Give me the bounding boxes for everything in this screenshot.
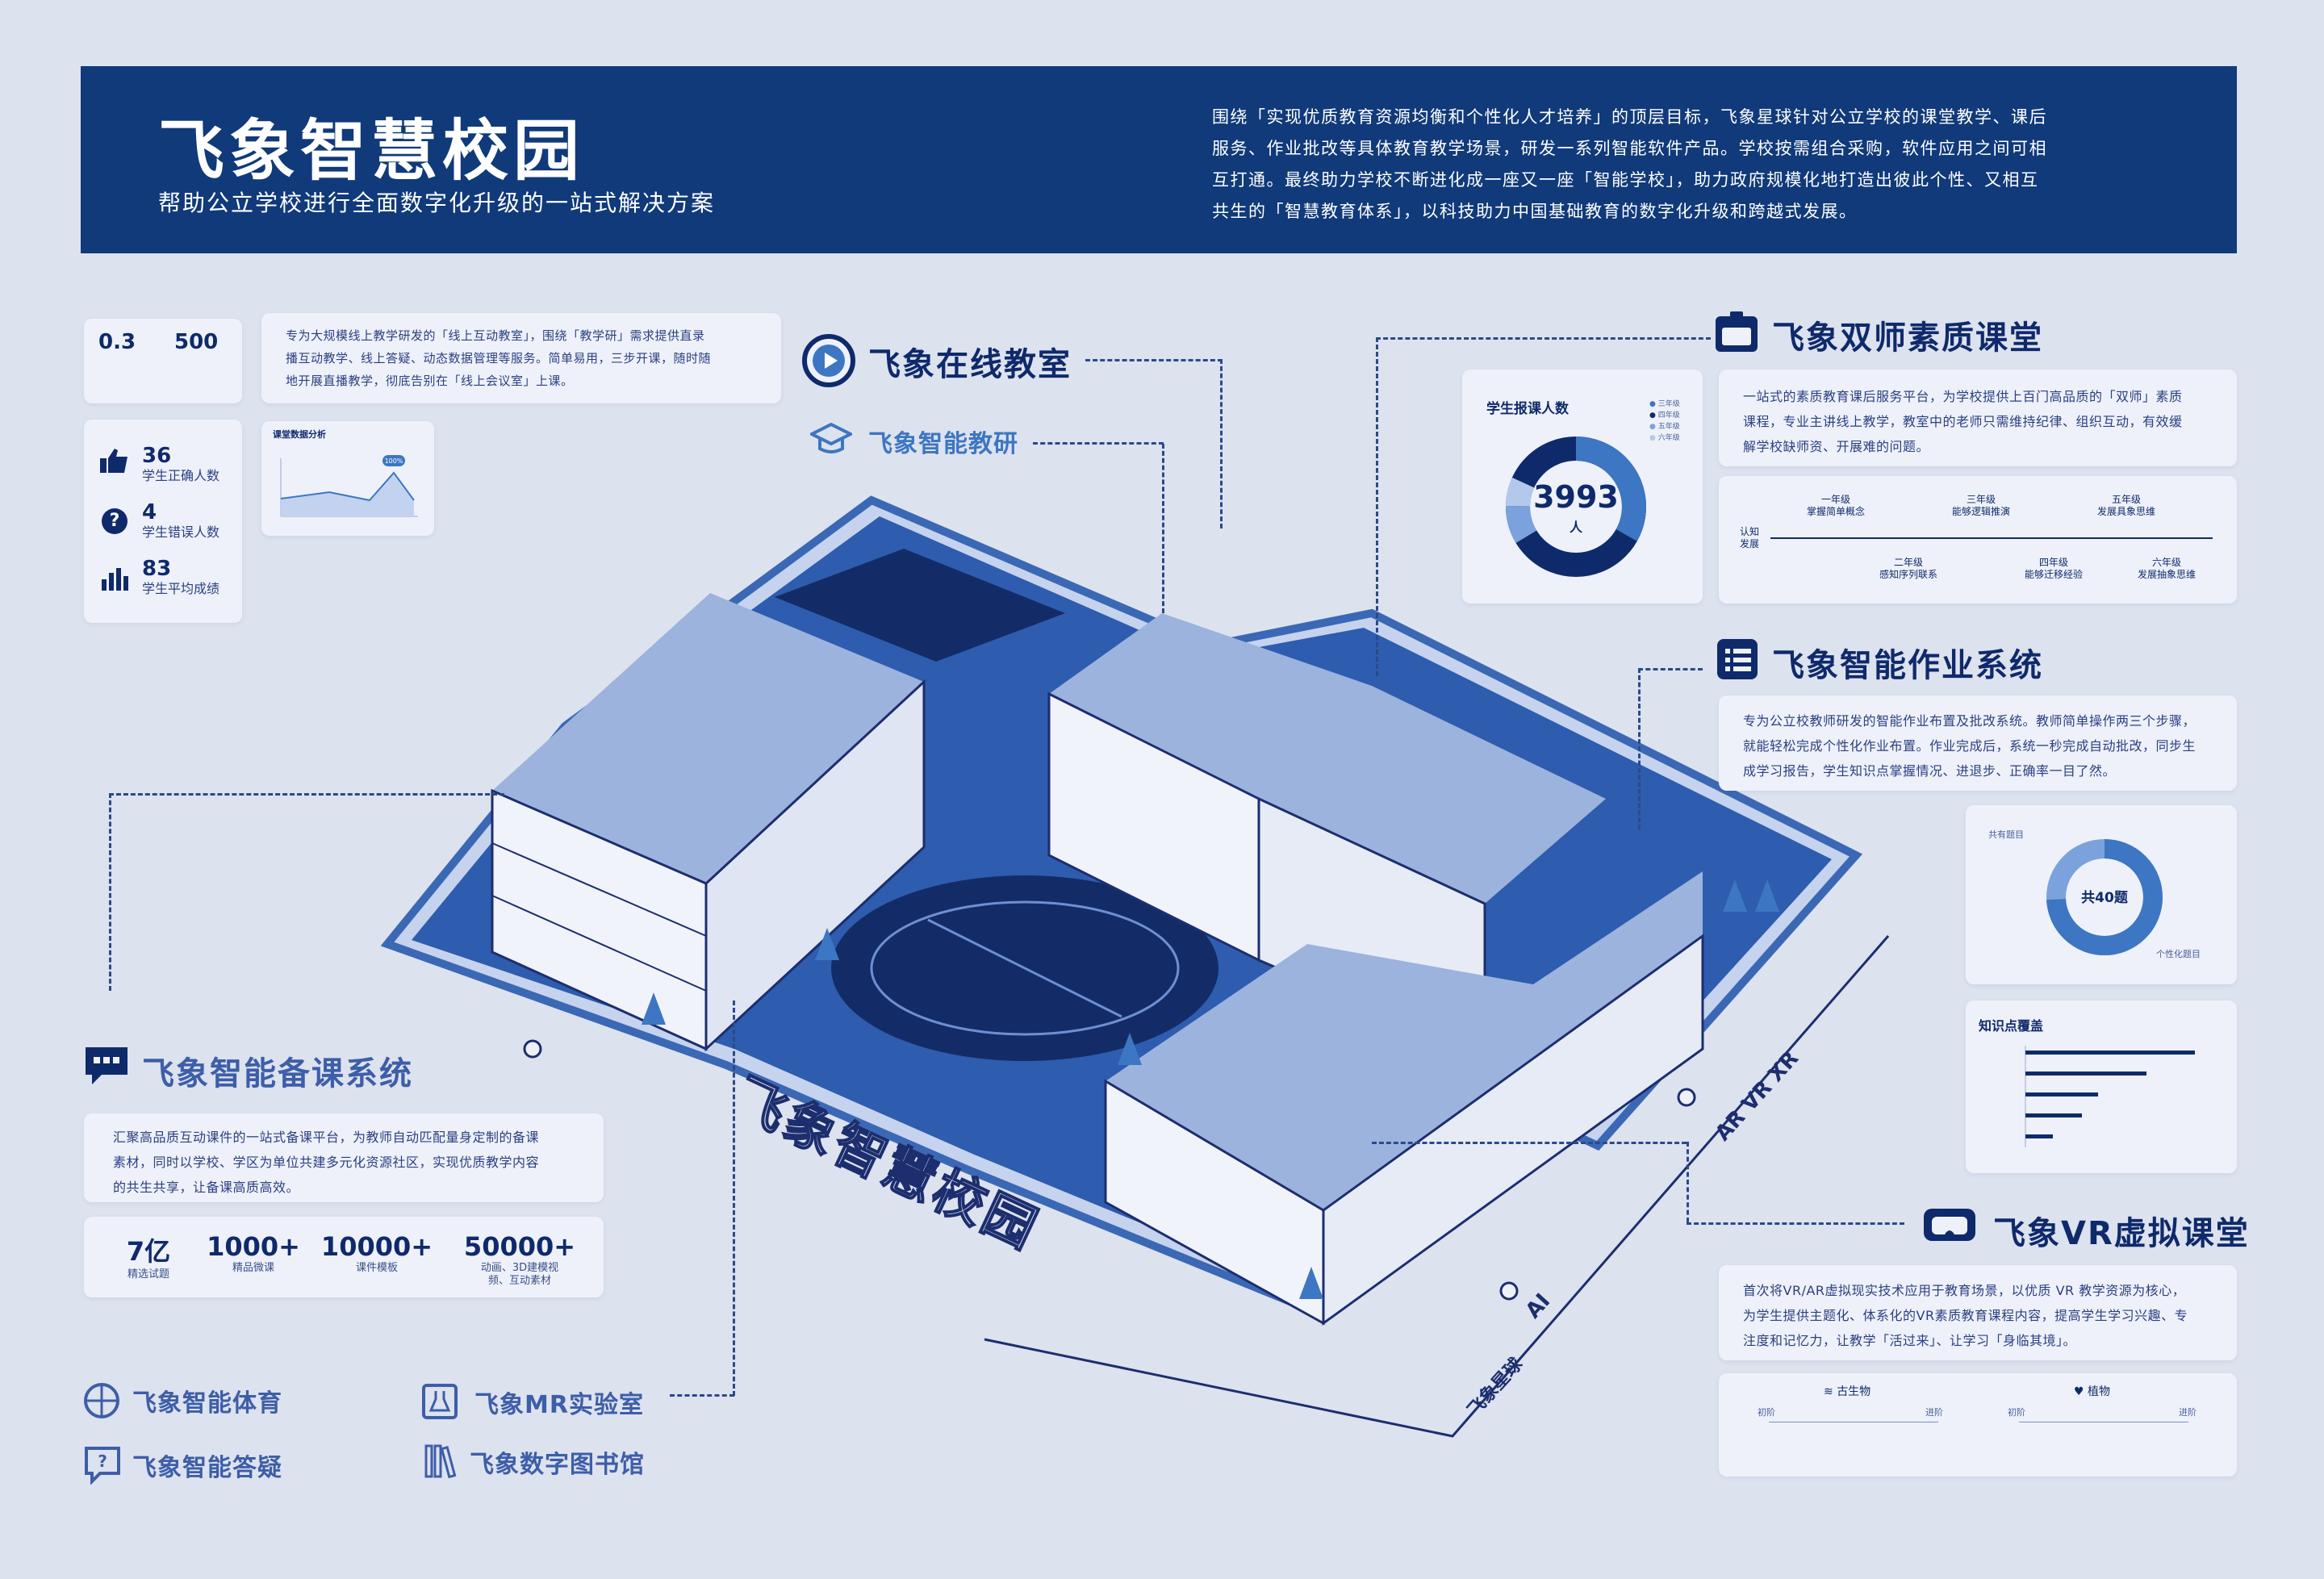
dual-teacher-desc-card: 一站式的素质教育课后服务平台，为学校提供上百门高品质的「双师」素质 课程，专业主… [1719,370,2237,466]
books-icon [424,1443,460,1478]
question-donut-card: 共有题目 共40题 个性化题目 [1966,805,2237,984]
header-banner: 飞象智慧校园 帮助公立学校进行全面数字化升级的一站式解决方案 围绕「实现优质教育… [81,66,2237,253]
tab-botany: ♥ 植物 [2074,1385,2111,1398]
chat-bubble-icon [81,1042,132,1089]
connector [1162,444,1164,613]
vr-desc-card: 首次将VR/AR虚拟现实技术应用于教育场景，以优质 VR 教学资源为核心， 为学… [1719,1265,2237,1360]
knowledge-bar-card: 知识点覆盖 [1966,1000,2237,1173]
connector [1220,359,1223,528]
connector [109,793,504,796]
page-subtitle: 帮助公立学校进行全面数字化升级的一站式解决方案 [158,190,716,216]
homework-title: 飞象智能作业系统 [1772,647,2043,684]
connector [1033,442,1164,445]
vr-course-card: ≋ 古生物 ♥ 植物 初阶 进阶 初阶 进阶 [1719,1373,2237,1477]
online-metric-card: 0.3 500 [84,319,242,403]
stage-grade-5: 五年级 发展具象思维 [2096,494,2155,517]
stage-grade-6: 六年级 发展抽象思维 [2137,557,2196,580]
donut-top-label: 共有题目 [1988,829,2024,840]
tab-paleontology: ≋ 古生物 [1824,1385,1871,1398]
module-sports[interactable]: 飞象智能体育 [132,1389,282,1418]
enrollment-value: 3993 [1533,479,1619,515]
stage-grade-3: 三年级 能够逻辑推演 [1951,494,2010,517]
bar-chart-title: 知识点覆盖 [1979,1018,2044,1034]
stat-materials: 50000+ 动画、3D建模视频、互动素材 [463,1231,576,1287]
homework-desc-card: 专为公立校教师研发的智能作业布置及批改系统。教师简单操作两三个步骤， 就能轻松完… [1719,696,2237,791]
metric-value: 500 [174,330,219,354]
correct-label: 学生正确人数 [142,468,220,483]
online-classroom-title: 飞象在线教室 [868,346,1072,383]
classroom-icon [1712,308,1761,357]
vr-headset-icon [1921,1204,1979,1246]
connector [1687,1222,1904,1225]
flask-icon [421,1383,458,1420]
wrong-count: 4 [142,500,157,524]
stat-templates: 10000+ 课件模板 [320,1231,433,1274]
prep-stats-card: 7亿 精选试题 1000+ 精品微课 10000+ 课件模板 50000+ 动画… [84,1217,604,1297]
document-list-icon [1714,636,1761,683]
connector [1638,668,1641,829]
donut-legend: ● 三年级 ● 四年级 ● 五年级 ● 六年级 [1649,400,1680,442]
cognitive-timeline-card: 认知发展 一年级 掌握简单概念 三年级 能够逻辑推演 五年级 发展具象思维 二年… [1719,476,2237,604]
prep-title: 飞象智能备课系统 [142,1055,413,1092]
thumbs-up-icon [100,449,129,473]
graduation-cap-icon [810,423,852,455]
fossil-icon: ≋ [1824,1385,1833,1398]
connector [1376,337,1711,340]
page-title: 飞象智慧校园 [158,113,585,190]
module-qa[interactable]: 飞象智能答疑 [132,1454,282,1482]
knowledge-bar-chart [2025,1046,2195,1147]
question-bubble-icon: ? [82,1444,123,1485]
stat-microcourses: 1000+ 精品微课 [207,1231,300,1274]
leaf-icon: ♥ [2074,1385,2084,1398]
dual-teacher-title: 飞象双师素质课堂 [1772,320,2043,357]
enrollment-donut-card: 学生报课人数 ● 三年级 ● 四年级 ● 五年级 ● 六年级 3993 人 [1462,370,1703,604]
connector [733,1000,735,1396]
connector [109,793,111,991]
stage-grade-1: 一年级 掌握简单概念 [1806,494,1865,517]
wrong-label: 学生错误人数 [142,524,220,540]
play-icon [802,334,855,387]
correct-count: 36 [142,444,172,468]
donut-title: 学生报课人数 [1486,401,1569,417]
vr-title: 飞象VR虚拟课堂 [1993,1215,2250,1252]
header-intro: 围绕「实现优质教育资源均衡和个性化人才培养」的顶层目标，飞象星球针对公立学校的课… [1212,107,2047,221]
metric-value: 0.3 [98,330,136,354]
svg-text:?: ? [98,1452,107,1471]
chart-title: 课堂数据分析 [273,429,326,440]
timeline-axis [1770,537,2213,539]
class-data-line-chart [280,455,418,517]
module-library[interactable]: 飞象数字图书馆 [470,1451,645,1479]
donut-center-text: 共40题 [2081,890,2128,906]
bar-chart-icon [102,565,129,591]
module-mr-lab[interactable]: 飞象MR实验室 [474,1391,644,1419]
stat-questions: 7亿 精选试题 [126,1236,171,1280]
connector [1372,1142,1687,1144]
research-title: 飞象智能教研 [868,430,1018,458]
stage-grade-4: 四年级 能够迁移经验 [2024,557,2083,580]
stage-grade-2: 二年级 感知序列联系 [1879,557,1937,580]
donut-side-label: 个性化题目 [2156,949,2201,959]
question-donut [2046,839,2163,955]
prep-desc-card: 汇聚高品质互动课件的一站式备课平台，为教师自动匹配量身定制的备课 素材，同时以学… [84,1113,604,1202]
average-label: 学生平均成绩 [142,581,220,596]
enrollment-donut [1506,437,1646,577]
connector [1376,337,1378,676]
online-stats-card: 36 学生正确人数 ? 4 学生错误人数 83 学生平均成绩 [84,420,242,623]
question-icon: ? [102,508,127,534]
connector [1687,1142,1689,1222]
connector [1638,668,1703,670]
class-data-chart-card: 课堂数据分析 100% [261,421,434,536]
chart-peak-label: 100% [384,457,403,465]
online-desc-card: 专为大规模线上教学研发的「线上互动教室」，围绕「教学研」需求提供直录 播互动教学… [261,313,781,403]
timeline-axis-label: 认知发展 [1740,526,1760,549]
connector [1085,359,1223,361]
connector [670,1394,734,1397]
enrollment-unit: 人 [1569,520,1582,535]
basketball-icon [84,1383,119,1418]
average-score: 83 [142,557,172,581]
